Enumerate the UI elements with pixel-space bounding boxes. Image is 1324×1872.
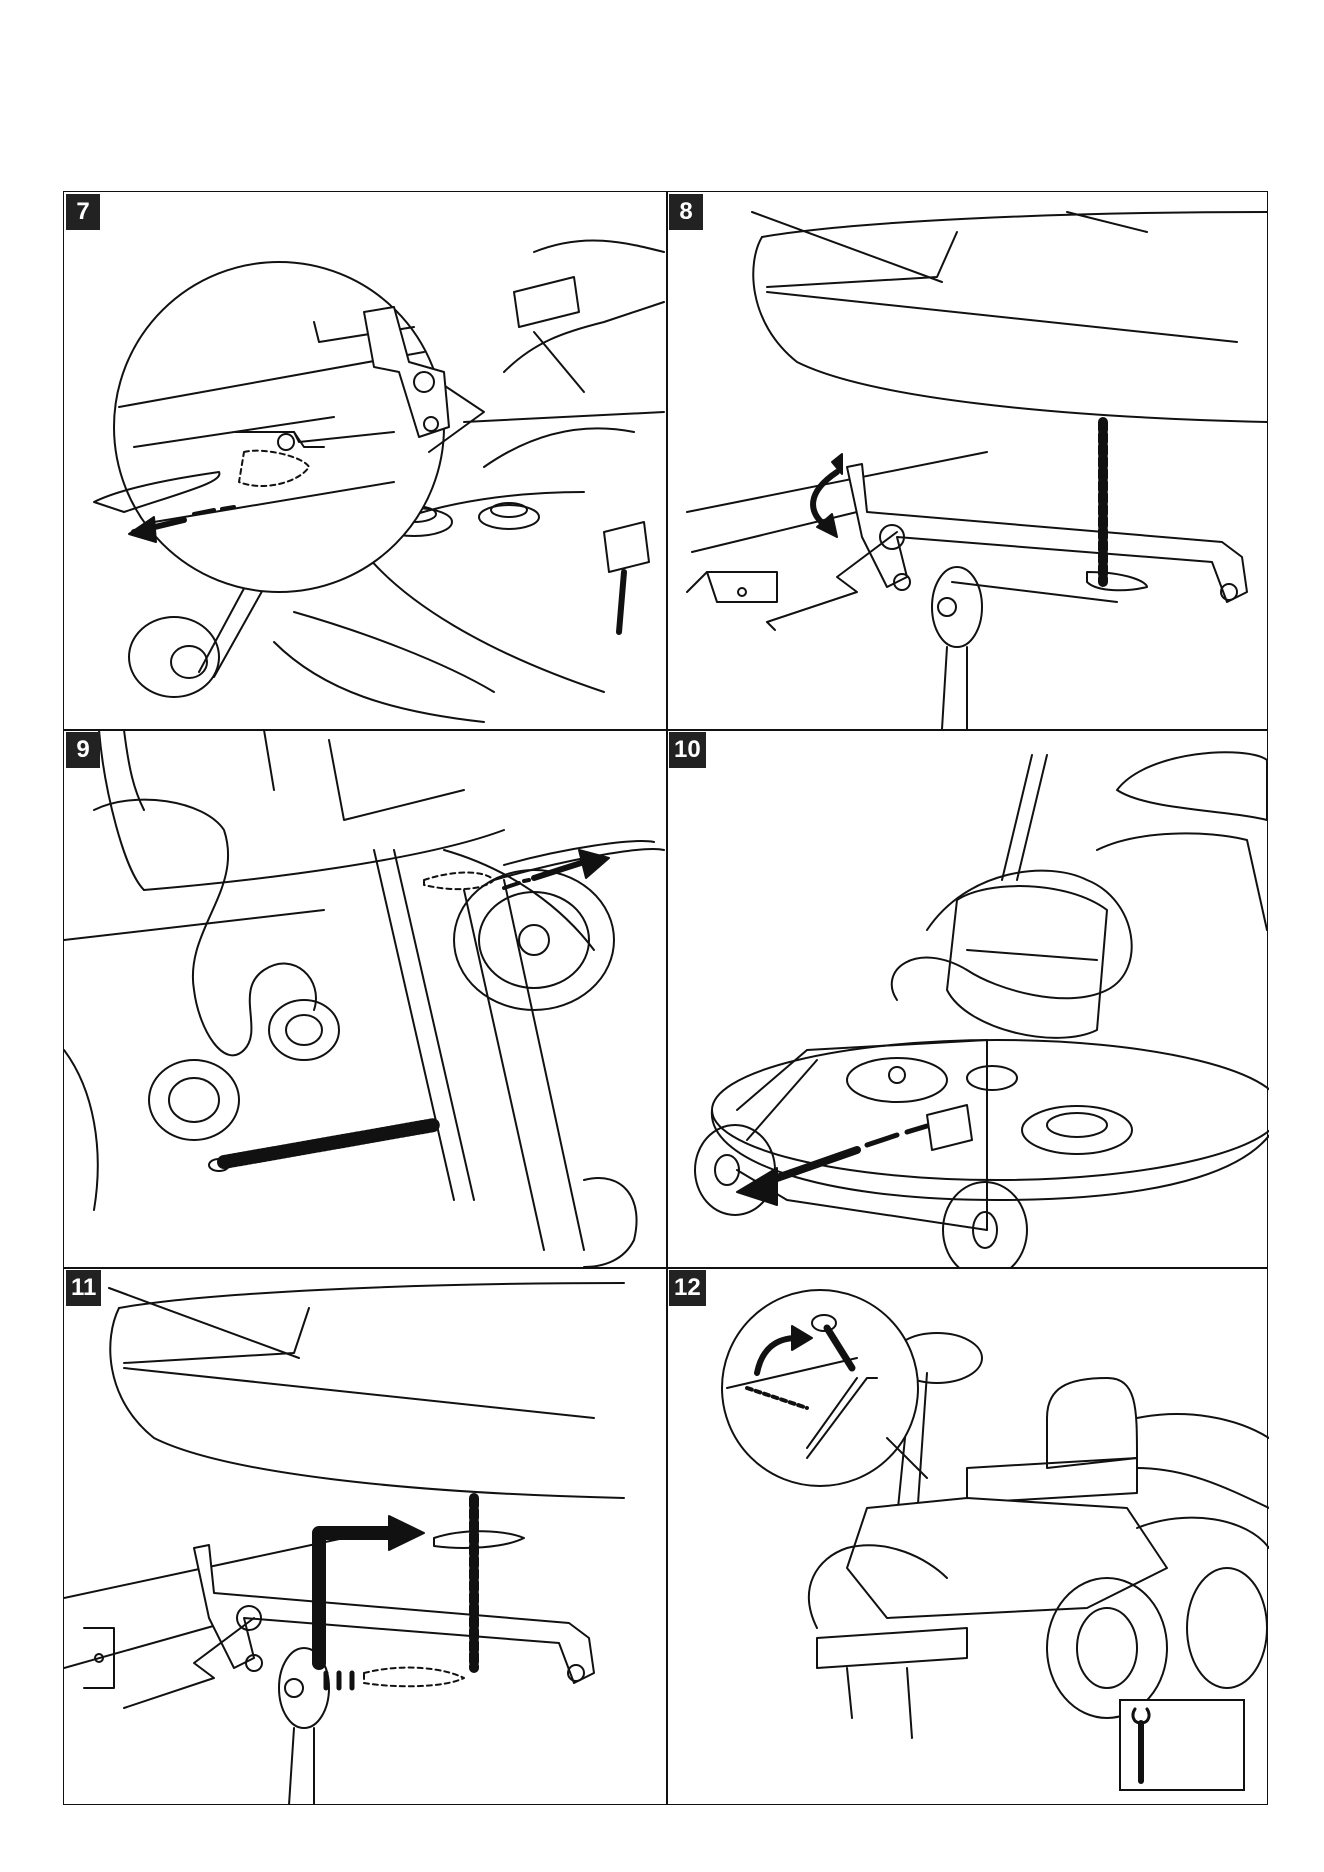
divider-vertical <box>666 192 668 1804</box>
deck-pull-forward-illustration <box>667 730 1269 1267</box>
step-7-label: 7 <box>66 194 100 230</box>
belt-spring-release-illustration <box>64 730 666 1267</box>
step-11-label: 11 <box>66 1270 101 1306</box>
divider-row-2 <box>64 1267 1267 1269</box>
wrench-icon <box>1121 1701 1243 1789</box>
step-10-panel: 10 <box>667 730 1269 1267</box>
step-10-label: 10 <box>669 732 706 768</box>
divider-row-1 <box>64 729 1267 731</box>
step-8-panel: 8 <box>667 192 1269 729</box>
tool-box <box>1119 1699 1245 1791</box>
step-12-panel: 12 <box>667 1268 1269 1805</box>
step-7-panel: 7 <box>64 192 666 729</box>
instruction-grid: 7 <box>63 191 1268 1805</box>
step-9-label: 9 <box>66 732 100 768</box>
hitch-pin-removal-illustration <box>64 192 666 729</box>
chain-pin-removal-illustration <box>64 1268 666 1805</box>
step-11-panel: 11 <box>64 1268 666 1805</box>
step-12-label: 12 <box>669 1270 706 1306</box>
step-8-label: 8 <box>669 194 703 230</box>
step-9-panel: 9 <box>64 730 666 1267</box>
lift-arm-lowering-illustration <box>667 192 1269 729</box>
